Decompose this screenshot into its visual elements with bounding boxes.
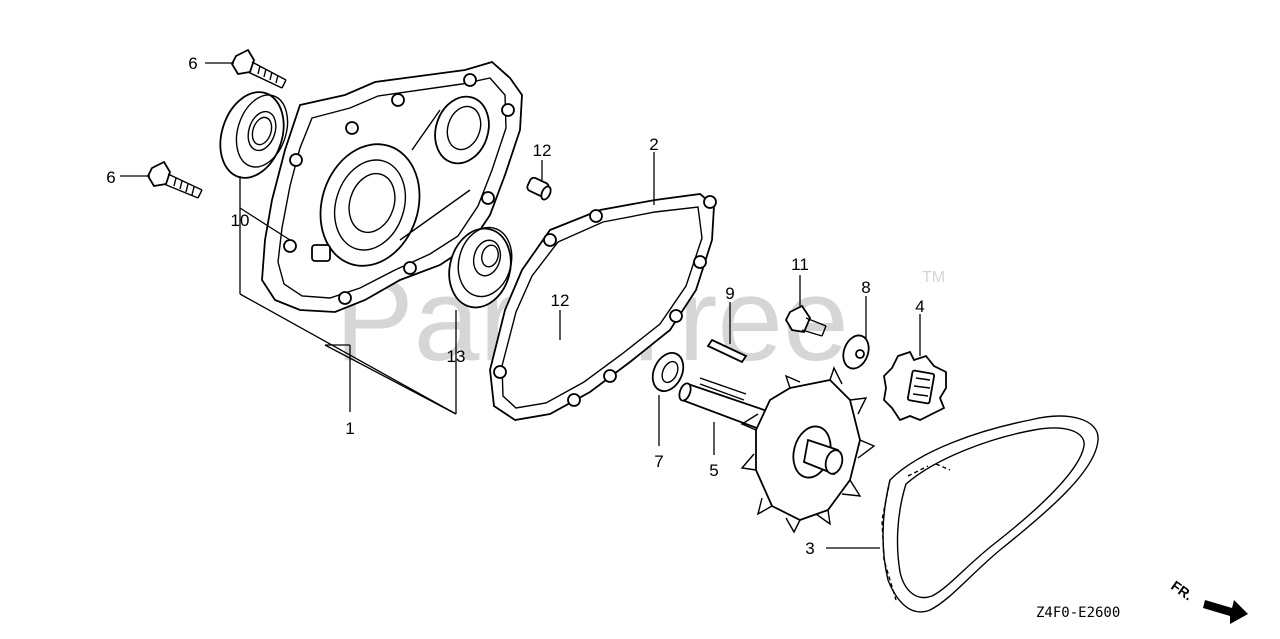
callout-9: 9	[725, 284, 734, 303]
part-gasket[interactable]	[489, 193, 717, 421]
callout-1: 1	[345, 419, 354, 438]
callout-3: 3	[805, 539, 814, 558]
leader-lines	[120, 62, 921, 549]
front-direction-indicator: FR.	[1168, 577, 1248, 624]
part-dowel-pin-upper[interactable]	[526, 176, 553, 201]
callout-11: 11	[791, 255, 809, 274]
figure-code: Z4F0-E2600	[1036, 605, 1120, 621]
part-roller-chain[interactable]	[881, 415, 1099, 613]
part-key[interactable]	[706, 338, 748, 364]
callout-12-upper: 12	[533, 141, 552, 160]
callout-7: 7	[654, 452, 663, 471]
callout-6-upper: 6	[188, 54, 197, 73]
part-drive-sprocket[interactable]	[883, 350, 947, 422]
front-arrow-icon	[1203, 600, 1248, 624]
callout-13: 13	[447, 347, 466, 366]
callout-6-lower: 6	[106, 168, 115, 187]
part-flange-bolt-upper[interactable]	[230, 48, 287, 89]
part-sprocket-bolt[interactable]	[784, 304, 827, 337]
part-ball-bearing[interactable]	[441, 221, 520, 314]
callout-12-lower: 12	[551, 291, 570, 310]
callout-10: 10	[231, 211, 250, 230]
watermark-trademark: TM	[922, 269, 945, 286]
callout-4: 4	[915, 297, 924, 316]
part-oil-seal[interactable]	[210, 84, 296, 186]
part-washer[interactable]	[839, 332, 873, 372]
front-direction-label: FR.	[1168, 577, 1196, 603]
part-thrust-washer[interactable]	[647, 348, 689, 396]
callout-2: 2	[649, 135, 658, 154]
part-flange-bolt-lower[interactable]	[146, 160, 203, 199]
part-driven-shaft[interactable]	[677, 366, 876, 534]
callout-5: 5	[709, 461, 718, 480]
callout-8: 8	[861, 278, 870, 297]
